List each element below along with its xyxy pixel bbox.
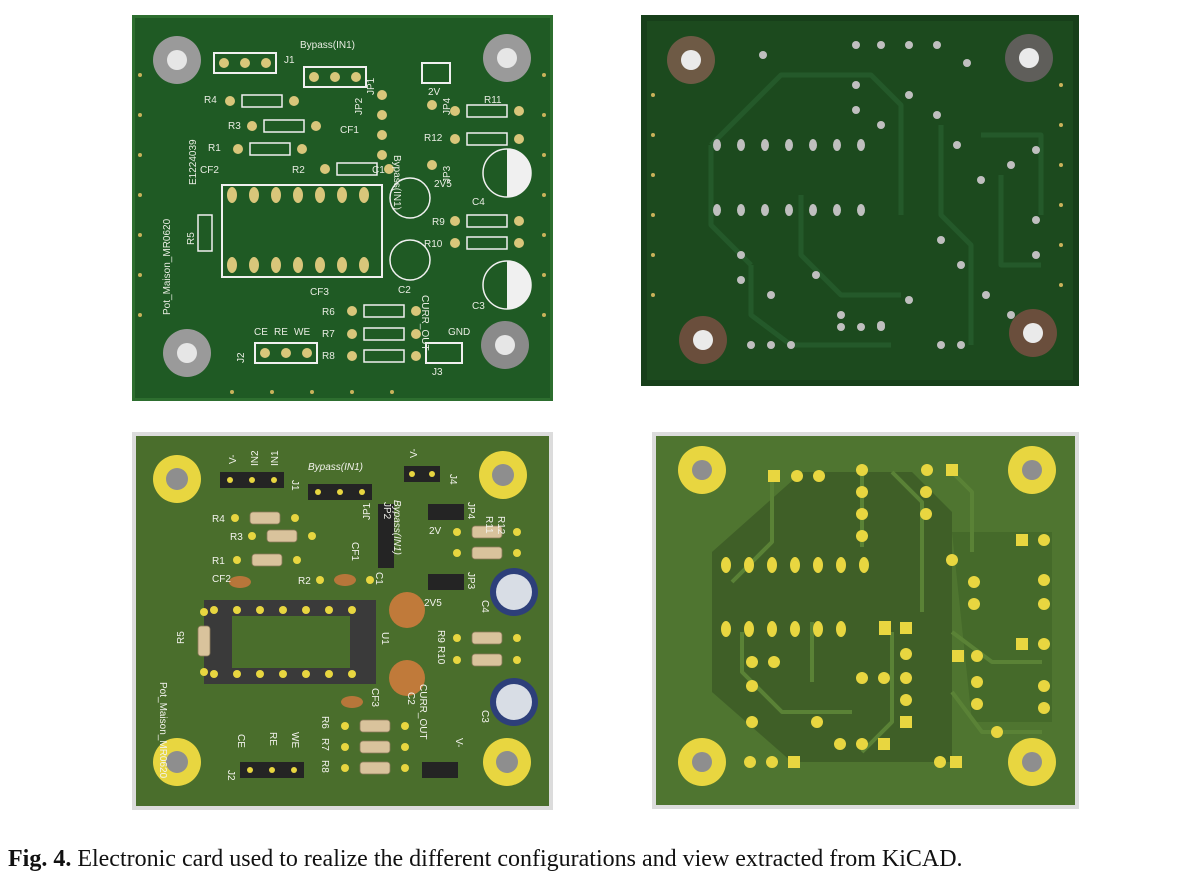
silk3d-c1: C1 — [373, 572, 384, 585]
silk-r8: R8 — [322, 351, 335, 362]
silk3d-jp3: JP3 — [465, 572, 476, 590]
silk-2v: 2V — [428, 87, 441, 98]
mounting-holes — [153, 34, 531, 377]
silk-r12: R12 — [424, 133, 443, 144]
figure-caption: Fig. 4. Electronic card used to realize … — [8, 846, 1198, 873]
silk-r10: R10 — [424, 239, 443, 250]
silk3d-in1: IN1 — [270, 450, 281, 466]
silk3d-j4: J4 — [447, 474, 458, 485]
mounting-pads-bottom — [678, 446, 1056, 786]
silk-r3: R3 — [228, 121, 241, 132]
silk3d-2v5: 2V5 — [424, 598, 442, 609]
silk3d-bypass-vertical: Bypass(IN1) — [391, 500, 402, 555]
silk-2v5: 2V5 — [434, 179, 452, 190]
silk-jp2: JP2 — [354, 97, 365, 115]
silk3d-r2: R2 — [298, 576, 311, 587]
silk3d-v-minus-j4: V- — [409, 449, 420, 458]
silk3d-we: WE — [289, 732, 300, 748]
silk-c4: C4 — [472, 197, 485, 208]
silk3d-u1: U1 — [379, 632, 390, 645]
silk-jp4: JP4 — [442, 97, 453, 115]
silk3d-cf1: CF1 — [349, 542, 360, 561]
silk-board-name: Pot_Maison_MR0620 — [162, 218, 173, 315]
silk3d-j2: J2 — [225, 770, 236, 781]
silk3d-curr-out: CURR_OUT — [417, 684, 428, 740]
kicad-render-top: V- IN2 IN1 J1 Bypass(IN1) V- J4 JP1 JP2 … — [132, 432, 553, 810]
silk3d-r1: R1 — [212, 556, 225, 567]
silk3d-r7: R7 — [319, 738, 330, 751]
figure-label: Fig. 4. — [8, 846, 72, 872]
silk3d-r5: R5 — [176, 631, 187, 644]
silk3d-cf2: CF2 — [212, 574, 231, 585]
silk3d-jp4: JP4 — [465, 502, 476, 520]
silk-c1: C1 — [372, 165, 385, 176]
silk3d-re: RE — [267, 732, 278, 746]
silk3d-j1: J1 — [289, 480, 300, 491]
pcb-photo-bottom — [641, 15, 1079, 386]
silk-bypass: Bypass(IN1) — [300, 40, 355, 51]
silk3d-jp2: JP2 — [381, 502, 392, 520]
silk-gnd: GND — [448, 327, 470, 338]
silk3d-c4: C4 — [479, 600, 490, 613]
silk-r1: R1 — [208, 143, 221, 154]
silk3d-v-minus: V- — [228, 455, 239, 464]
silk3d-r6: R6 — [319, 716, 330, 729]
mounting-pads — [153, 451, 531, 786]
silk3d-cf3: CF3 — [369, 688, 380, 707]
silk-bypass-vertical: Bypass(IN1) — [391, 155, 402, 210]
pcb-photo-bottom-drawing — [641, 15, 1079, 386]
silk3d-bypass: Bypass(IN1) — [308, 462, 363, 473]
silk-j1: J1 — [284, 55, 295, 66]
silk3d-r4: R4 — [212, 514, 225, 525]
silk3d-jp1: JP1 — [362, 502, 373, 520]
silk-r5: R5 — [186, 232, 197, 245]
silk-jp1: JP1 — [366, 77, 377, 95]
silk3d-c3: C3 — [479, 710, 490, 723]
silk3d-c2: C2 — [405, 692, 416, 705]
silk3d-in2: IN2 — [250, 450, 261, 466]
silk-we: WE — [294, 327, 310, 338]
silk3d-r8: R8 — [319, 760, 330, 773]
kicad-render-top-drawing: V- IN2 IN1 J1 Bypass(IN1) V- J4 JP1 JP2 … — [132, 432, 553, 810]
silk-r9: R9 — [432, 217, 445, 228]
mounting-holes-back — [667, 34, 1057, 364]
silk3d-ce: CE — [235, 734, 246, 748]
kicad-render-bottom-drawing — [652, 432, 1079, 809]
silk3d-r10: R10 — [435, 646, 446, 665]
silk-cf2: CF2 — [200, 165, 219, 176]
pcb-photo-top: R4 R3 R1 CF2 CF1 R2 C1 Bypass(IN1) R11 R… — [132, 15, 553, 401]
pcb-photo-top-drawing: R4 R3 R1 CF2 CF1 R2 C1 Bypass(IN1) R11 R… — [132, 15, 553, 401]
silk3d-board-name: Pot_Maison_MR0620 — [157, 682, 168, 779]
silk-j3: J3 — [432, 367, 443, 378]
silk-jp3: JP3 — [442, 165, 453, 183]
silk-curr-out: CURR_OUT — [419, 295, 430, 351]
silk-c2: C2 — [398, 285, 411, 296]
silk3d-2v: 2V — [429, 526, 442, 537]
silk-cf3: CF3 — [310, 287, 329, 298]
silk-cf1: CF1 — [340, 125, 359, 136]
silk-serial: E1224039 — [188, 139, 199, 185]
kicad-render-bottom — [652, 432, 1079, 809]
silk-r11: R11 — [484, 95, 502, 106]
silk3d-v-minus-j3: V- — [453, 738, 464, 747]
silk3d-r12: R12 — [495, 516, 506, 535]
silk-c3: C3 — [472, 301, 485, 312]
silk-j2: J2 — [236, 352, 247, 363]
silk-r2: R2 — [292, 165, 305, 176]
silk-r7: R7 — [322, 329, 335, 340]
silk-r4: R4 — [204, 95, 217, 106]
silk3d-r9: R9 — [435, 630, 446, 643]
silk-r6: R6 — [322, 307, 335, 318]
figure-caption-text: Electronic card used to realize the diff… — [77, 846, 963, 872]
silk-re: RE — [274, 327, 288, 338]
silk3d-r3: R3 — [230, 532, 243, 543]
silk3d-r11: R11 — [483, 516, 494, 534]
silk-ce: CE — [254, 327, 268, 338]
